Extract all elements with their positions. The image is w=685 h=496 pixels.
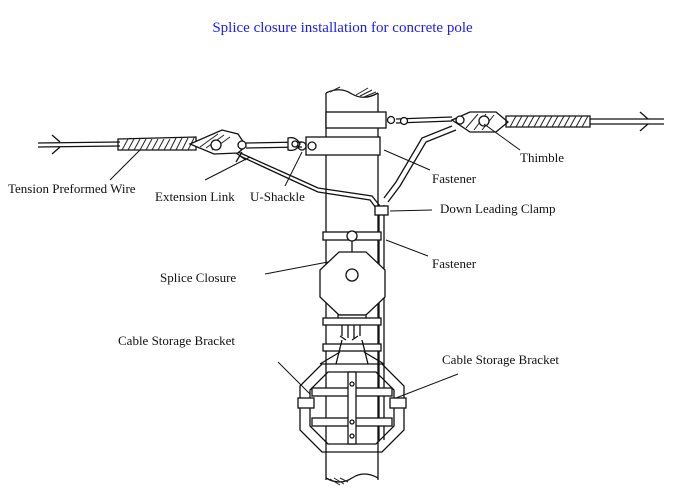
cable-storage-bracket (297, 339, 407, 453)
label-u-shackle: U-Shackle (250, 189, 305, 204)
label-tension-preformed-wire: Tension Preformed Wire (8, 181, 136, 196)
down-leading-clamp (374, 205, 389, 216)
splice-fastener-band (322, 230, 382, 252)
down-lead-cable (237, 151, 385, 440)
label-extension-link: Extension Link (155, 189, 235, 204)
upper-fastener-band (297, 136, 381, 156)
lower-fastener-bands (322, 317, 382, 352)
diagram-title: Splice closure installation for concrete… (212, 20, 473, 36)
splice-closure (319, 251, 386, 341)
label-thimble: Thimble (520, 150, 564, 165)
label-cable-storage-bracket-left: Cable Storage Bracket (118, 333, 235, 348)
label-cable-storage-bracket-right: Cable Storage Bracket (442, 352, 559, 367)
label-down-leading-clamp: Down Leading Clamp (440, 201, 556, 216)
left-tension-wire (37, 129, 303, 163)
labels: Tension Preformed Wire Extension Link U-… (8, 150, 564, 367)
label-splice-closure: Splice Closure (160, 270, 236, 285)
right-tension-wire (383, 111, 664, 203)
label-fastener-top: Fastener (432, 171, 477, 186)
label-fastener-mid: Fastener (432, 256, 477, 271)
upper-right-fastener-band (325, 111, 396, 129)
leader-lines (109, 123, 521, 399)
